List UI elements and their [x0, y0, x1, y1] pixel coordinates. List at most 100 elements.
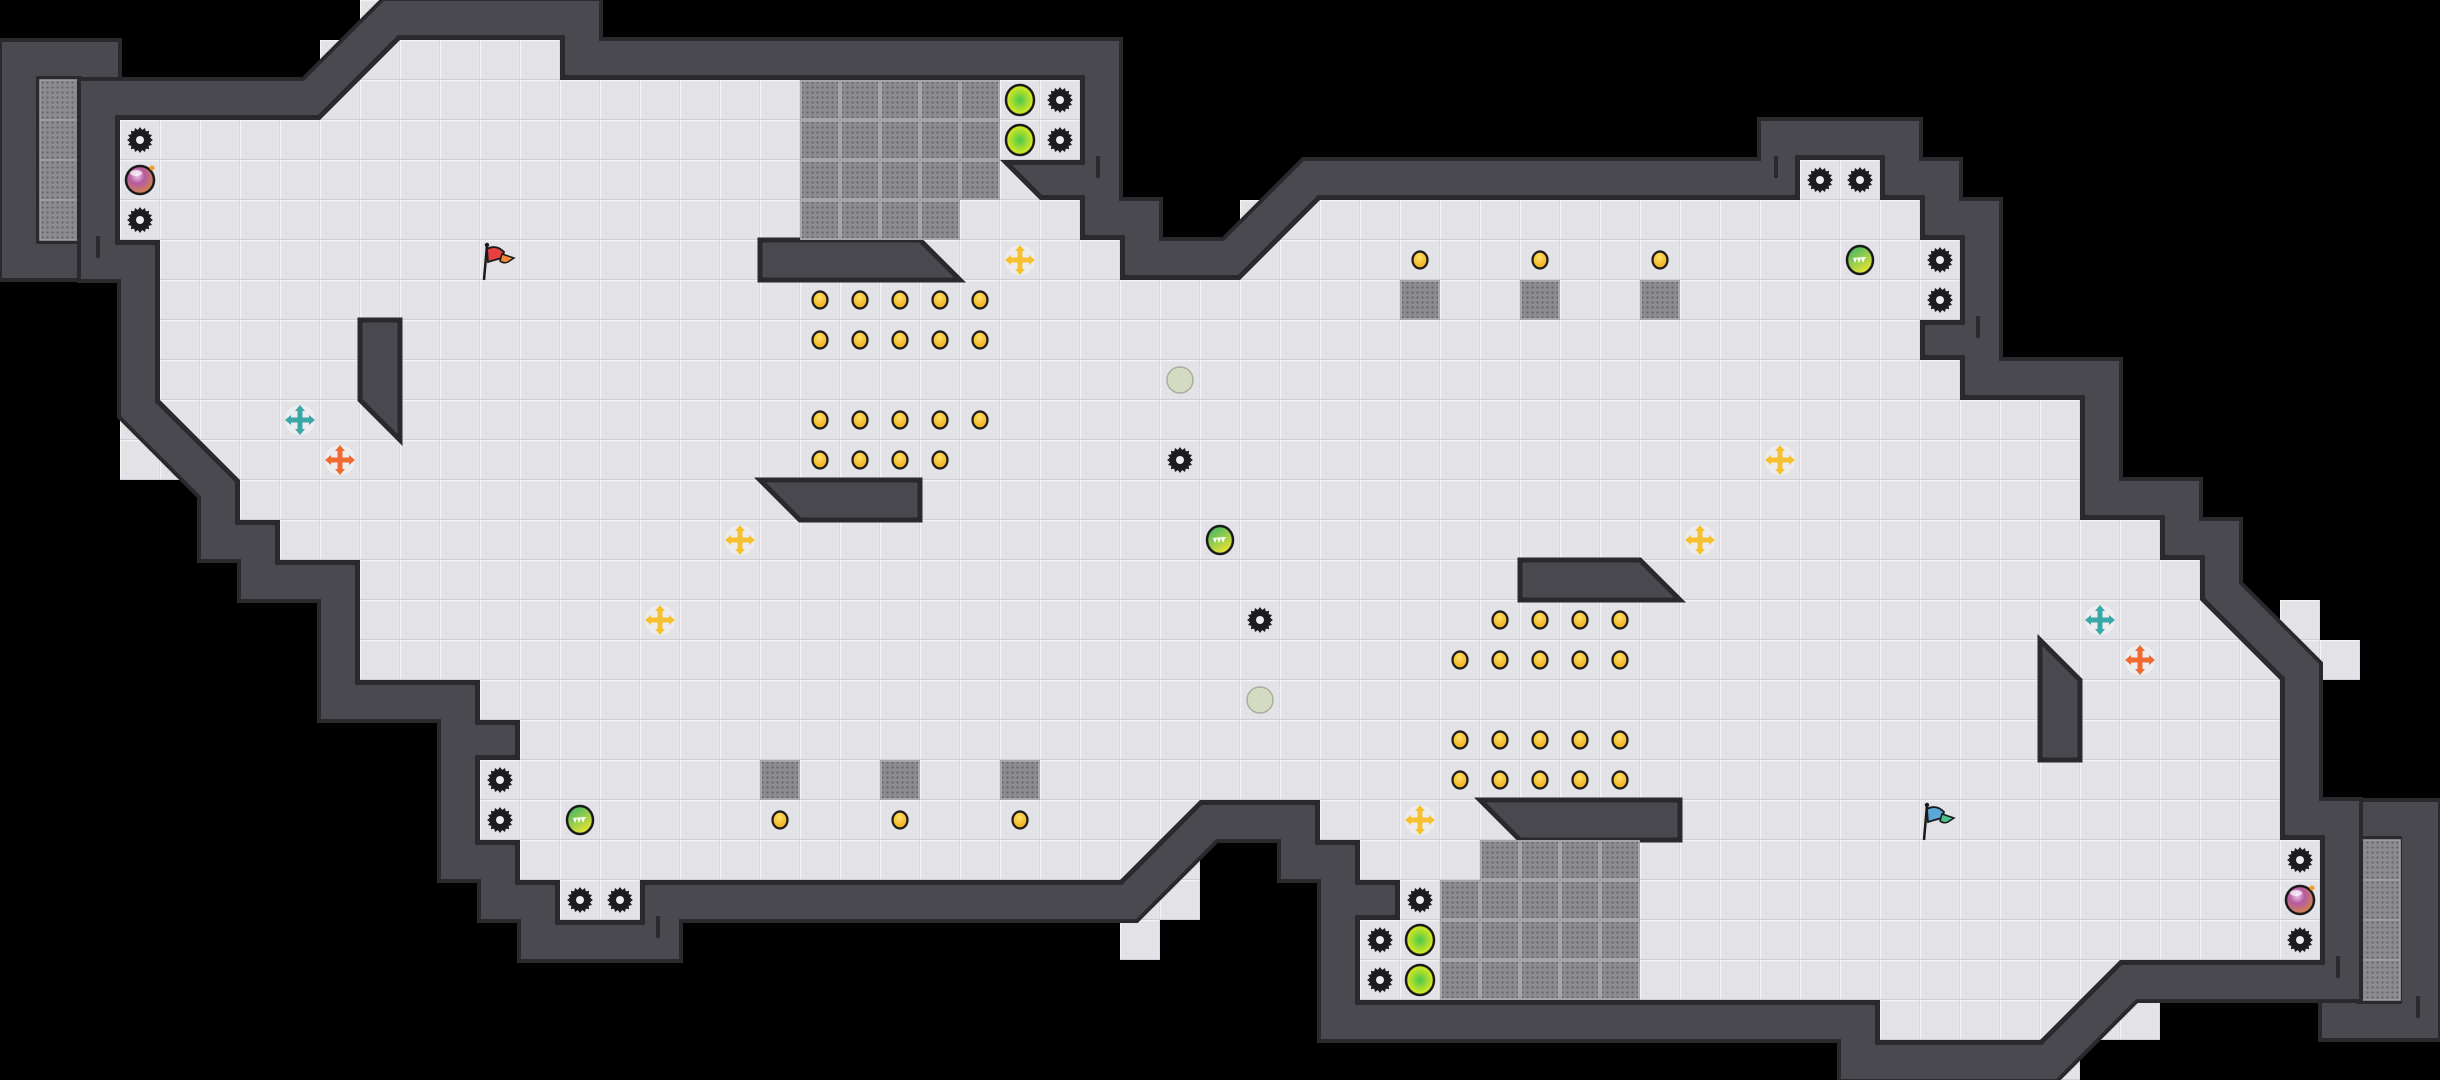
grate-bevel [1520, 920, 1560, 960]
coin-icon[interactable] [1531, 730, 1549, 750]
coin-icon[interactable] [771, 810, 789, 830]
coin-icon[interactable] [1411, 250, 1429, 270]
coin-icon[interactable] [1531, 610, 1549, 630]
inner-wall-block [357, 317, 403, 447]
coin-icon[interactable] [1491, 650, 1509, 670]
coin-icon[interactable] [931, 410, 949, 430]
coin-icon[interactable] [971, 330, 989, 350]
slot-grate [2359, 919, 2401, 961]
grate-bevel [1520, 280, 1560, 320]
coin-icon[interactable] [1531, 250, 1549, 270]
bomb-body [124, 164, 156, 196]
grate-block [1480, 880, 1520, 920]
yellow-move-arrows-icon[interactable] [1765, 445, 1795, 475]
orange-move-arrows-icon[interactable] [2125, 645, 2155, 675]
grate-bevel [1520, 880, 1560, 920]
grate-block [960, 80, 1000, 120]
coin-icon[interactable] [891, 330, 909, 350]
coin-icon[interactable] [1651, 250, 1669, 270]
grate-fill [960, 80, 1000, 120]
flag-pole-knob [484, 242, 490, 248]
grate-block [1600, 840, 1640, 880]
yellow-move-arrows-icon[interactable] [1405, 805, 1435, 835]
grate-bevel [1480, 920, 1520, 960]
grate-fill [1480, 880, 1520, 920]
grate-fill [800, 120, 840, 160]
yellow-orb-icon[interactable] [1404, 963, 1436, 997]
coin-icon[interactable] [1611, 650, 1629, 670]
coin-icon[interactable] [971, 410, 989, 430]
grate-fill [800, 160, 840, 200]
slot-grate [39, 119, 81, 161]
coin-icon[interactable] [1491, 770, 1509, 790]
coin-icon[interactable] [1531, 650, 1549, 670]
pressure-pad-icon[interactable] [1246, 686, 1274, 714]
coin-icon[interactable] [1491, 730, 1509, 750]
coin-icon[interactable] [1571, 610, 1589, 630]
coin-icon[interactable] [851, 450, 869, 470]
coin-icon[interactable] [1611, 610, 1629, 630]
coin-icon[interactable] [1531, 770, 1549, 790]
coin-icon[interactable] [931, 450, 949, 470]
grate-bevel [1400, 280, 1440, 320]
speed-orb-icon[interactable] [1205, 524, 1235, 556]
coin-icon[interactable] [971, 290, 989, 310]
coin-icon[interactable] [811, 330, 829, 350]
coin-icon[interactable] [1451, 650, 1469, 670]
coin-icon[interactable] [1451, 730, 1469, 750]
grate-fill [800, 200, 840, 240]
yellow-orb-icon[interactable] [1404, 923, 1436, 957]
coin-icon[interactable] [1571, 770, 1589, 790]
grate-fill [1600, 960, 1640, 1000]
coin-icon[interactable] [1011, 810, 1029, 830]
grate-block [840, 80, 880, 120]
grate-block [1600, 920, 1640, 960]
coin-icon[interactable] [851, 330, 869, 350]
speed-orb-icon[interactable] [565, 804, 595, 836]
coin-icon[interactable] [1611, 730, 1629, 750]
coin-icon[interactable] [851, 410, 869, 430]
grate-block [1400, 280, 1440, 320]
red-flag-icon[interactable] [482, 242, 516, 281]
teal-move-arrows-icon[interactable] [2085, 605, 2115, 635]
coin-icon[interactable] [1611, 770, 1629, 790]
coin-icon[interactable] [931, 290, 949, 310]
yellow-move-arrows-icon[interactable] [725, 525, 755, 555]
yellow-move-arrows-icon[interactable] [1685, 525, 1715, 555]
coin-icon[interactable] [811, 290, 829, 310]
wall-mark [656, 916, 660, 938]
coin-icon[interactable] [811, 450, 829, 470]
yellow-orb-icon[interactable] [1004, 123, 1036, 157]
teal-move-arrows-icon[interactable] [285, 405, 315, 435]
grate-block [1560, 920, 1600, 960]
bomb-icon[interactable] [124, 164, 156, 196]
coin-icon[interactable] [931, 330, 949, 350]
coin-icon[interactable] [1451, 770, 1469, 790]
yellow-move-arrows-icon[interactable] [645, 605, 675, 635]
coin-icon[interactable] [891, 450, 909, 470]
coin-icon[interactable] [1571, 730, 1589, 750]
blue-flag-icon[interactable] [1922, 802, 1956, 841]
orange-move-arrows-icon[interactable] [325, 445, 355, 475]
grate-bevel [1560, 880, 1600, 920]
grate-block [800, 200, 840, 240]
coin-icon[interactable] [811, 410, 829, 430]
grate-fill [1560, 920, 1600, 960]
yellow-move-arrows-icon[interactable] [1005, 245, 1035, 275]
bomb-icon[interactable] [2284, 884, 2316, 916]
wall-mark [1976, 316, 1980, 338]
coin-icon[interactable] [1571, 650, 1589, 670]
grate-fill [1440, 880, 1480, 920]
coin-icon[interactable] [891, 410, 909, 430]
saw-gear-icon [2287, 847, 2313, 873]
coin-icon[interactable] [851, 290, 869, 310]
grate-bevel [800, 160, 840, 200]
pressure-pad-icon[interactable] [1166, 366, 1194, 394]
coin-icon[interactable] [891, 290, 909, 310]
yellow-orb-icon[interactable] [1004, 83, 1036, 117]
coin-icon[interactable] [1491, 610, 1509, 630]
coin-icon[interactable] [891, 810, 909, 830]
speed-orb-icon[interactable] [1845, 244, 1875, 276]
bomb-fuse [2309, 885, 2315, 891]
